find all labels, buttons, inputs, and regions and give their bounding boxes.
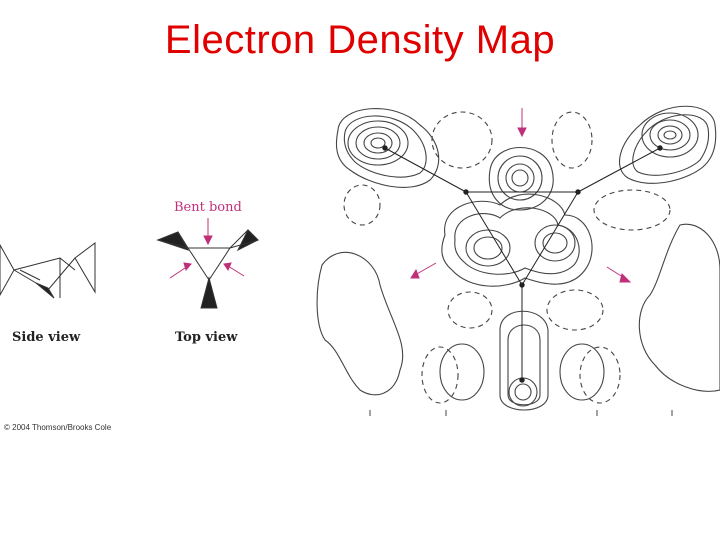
map-bond-arrows bbox=[410, 108, 632, 283]
copyright-notice: © 2004 Thomson/Brooks Cole bbox=[4, 423, 112, 432]
map-tick-marks bbox=[369, 410, 673, 416]
side-view-label: Side view bbox=[12, 330, 81, 345]
top-view-drawing bbox=[156, 229, 259, 309]
molecule-skeleton bbox=[382, 145, 663, 383]
side-view-drawing bbox=[0, 242, 96, 299]
bent-bond-label: Bent bond bbox=[174, 200, 242, 215]
density-negative-contours bbox=[343, 111, 671, 404]
top-view-arrows bbox=[169, 218, 245, 279]
slide-title: Electron Density Map bbox=[164, 18, 556, 62]
density-map bbox=[316, 105, 720, 411]
top-view-label: Top view bbox=[175, 330, 238, 345]
